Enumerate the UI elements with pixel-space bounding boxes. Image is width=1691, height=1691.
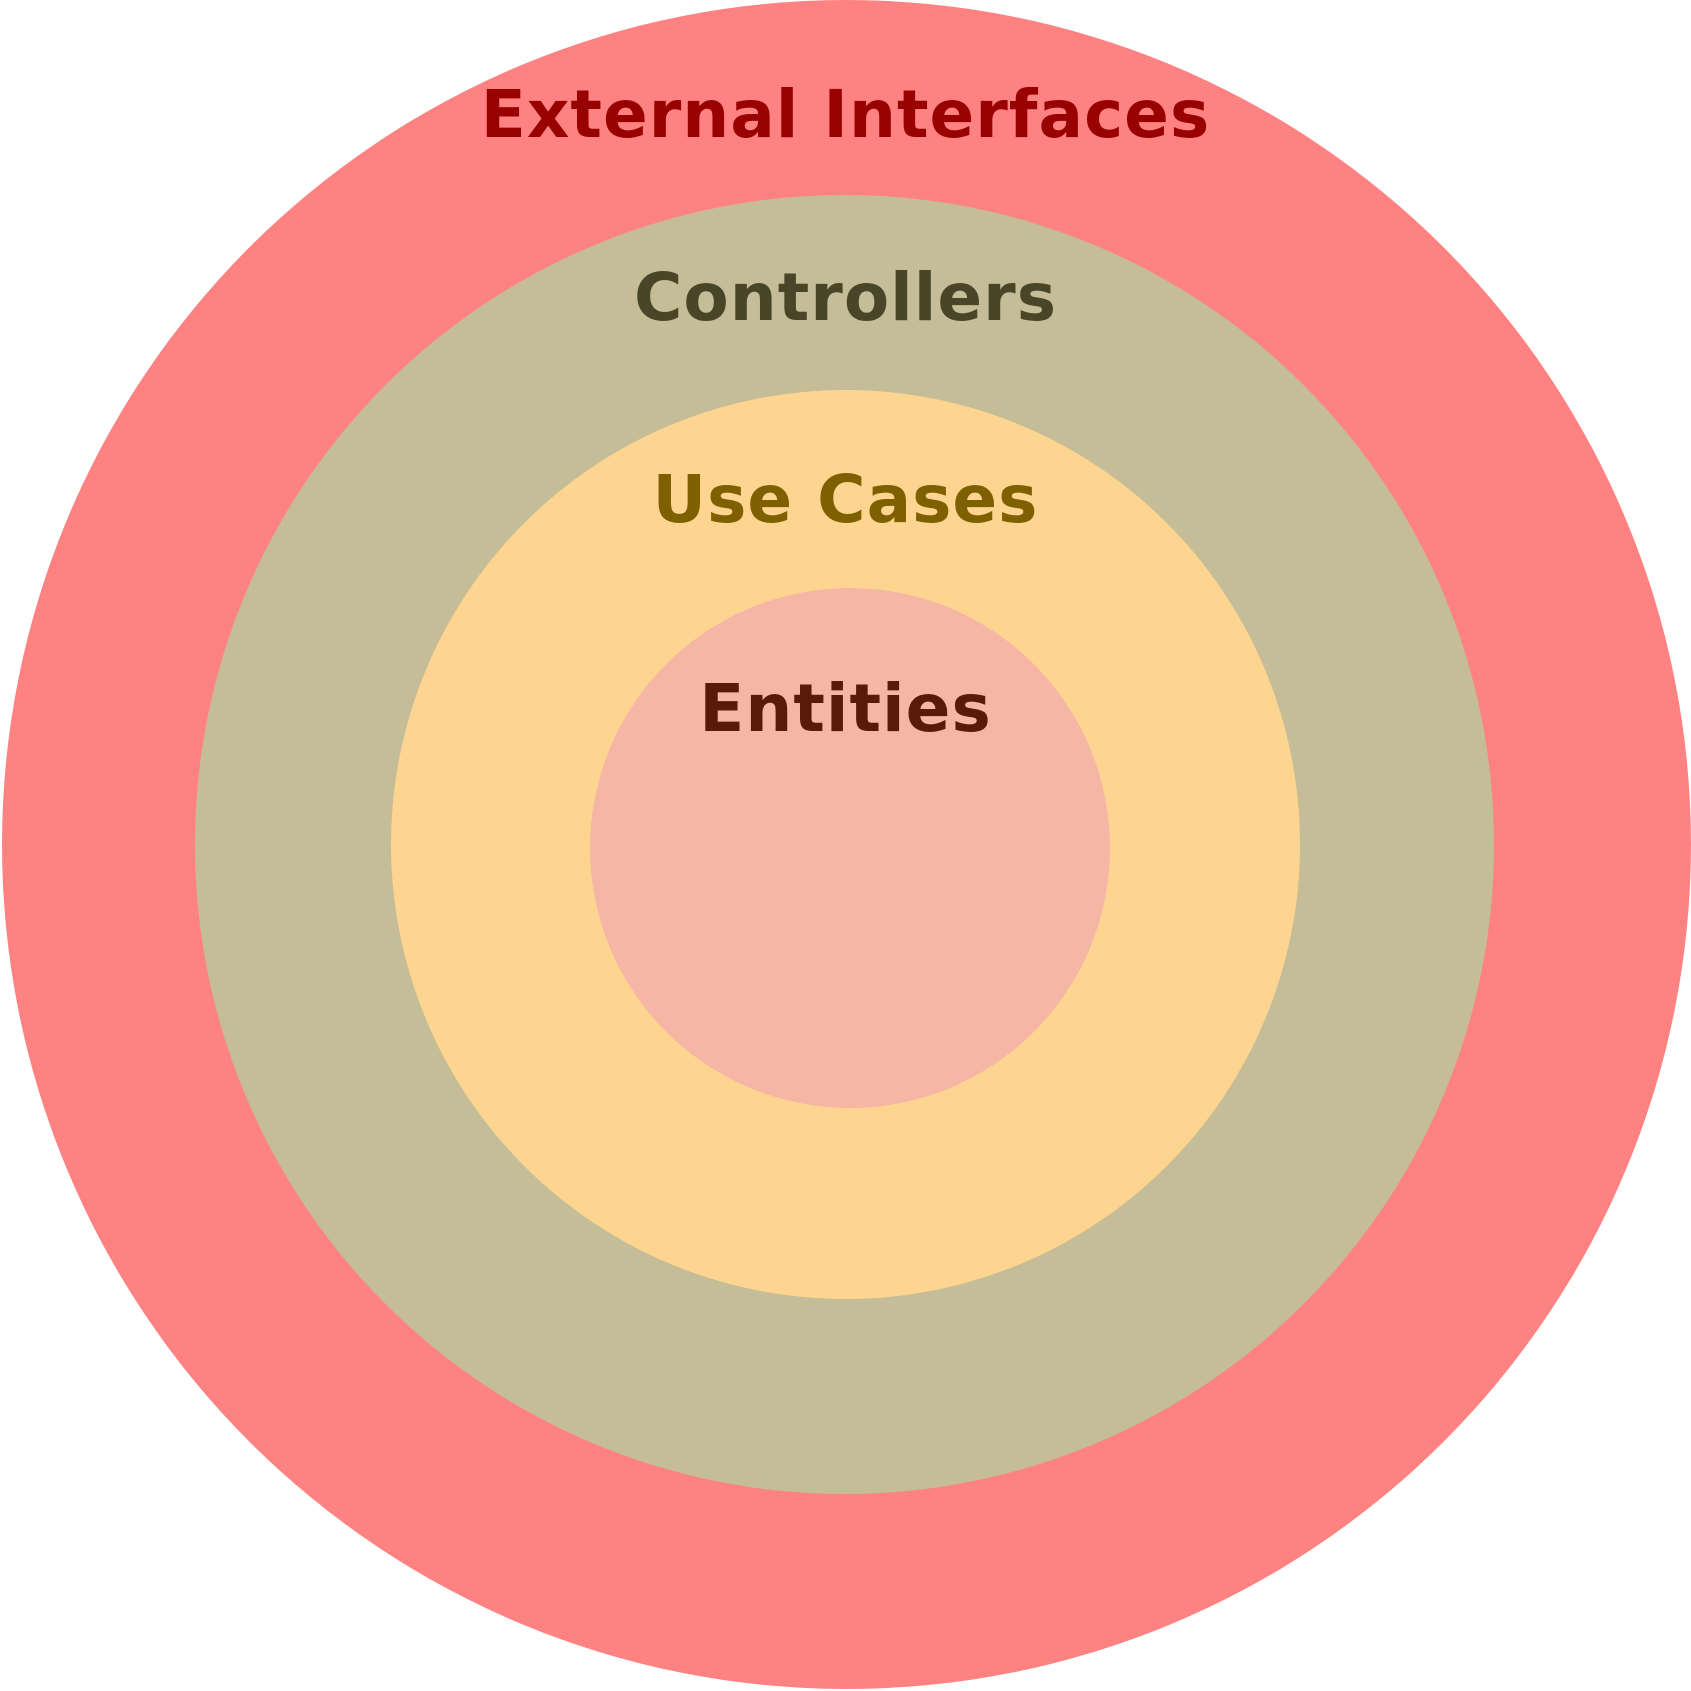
entities-circle xyxy=(590,588,1110,1108)
use-cases-label: Use Cases xyxy=(652,461,1039,538)
controllers-label: Controllers xyxy=(633,259,1058,336)
entities-label: Entities xyxy=(699,670,992,747)
external-interfaces-label: External Interfaces xyxy=(480,76,1211,153)
